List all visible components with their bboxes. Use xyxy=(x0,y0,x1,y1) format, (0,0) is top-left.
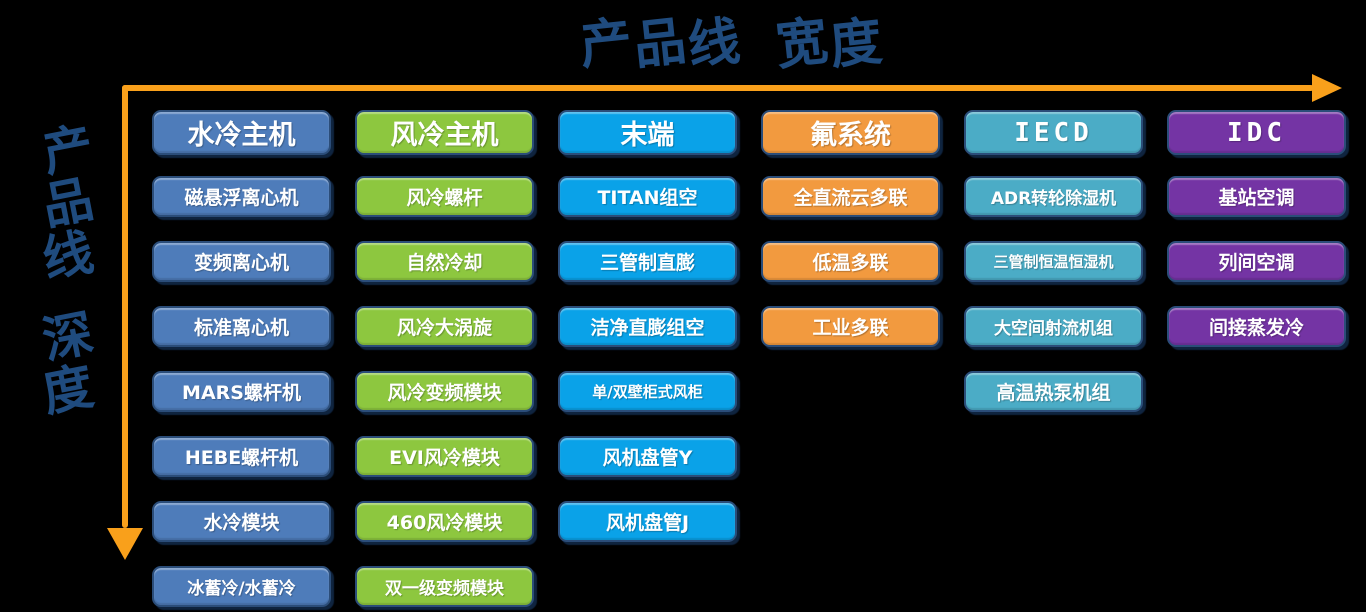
product-box: TITAN组空 xyxy=(558,176,737,217)
column-header: 水冷主机 xyxy=(152,110,331,155)
column-header: 氟系统 xyxy=(761,110,940,155)
title-char: 度 xyxy=(37,356,98,424)
title-char: 产 xyxy=(37,116,98,184)
depth-axis-arrow-line xyxy=(122,85,128,528)
product-box: 间接蒸发冷 xyxy=(1167,306,1346,347)
product-box: 基站空调 xyxy=(1167,176,1346,217)
product-box: 风冷螺杆 xyxy=(355,176,534,217)
arrow-head-down-icon xyxy=(107,528,143,560)
product-box: 全直流云多联 xyxy=(761,176,940,217)
title-char: 宽 xyxy=(773,11,834,77)
title-char: 度 xyxy=(827,11,888,77)
product-box: 460风冷模块 xyxy=(355,501,534,542)
product-column-1: 水冷主机磁悬浮离心机变频离心机标准离心机 MARS螺杆机 HEBE螺杆机水冷模块冰蓄… xyxy=(152,110,331,612)
product-column-3: 末端 TITAN组空三管制直膨洁净直膨组空单/双壁柜式风柜风机盘管Y 风机盘管J xyxy=(558,110,737,612)
depth-axis-title: 产品线深度 xyxy=(28,117,108,423)
product-column-2: 风冷主机风冷螺杆自然冷却风冷大涡旋风冷变频模块 EVI风冷模块 460风冷模块双一级… xyxy=(355,110,534,612)
title-char: 线 xyxy=(684,11,745,77)
product-box: 洁净直膨组空 xyxy=(558,306,737,347)
product-column-6: IDC 基站空调列间空调间接蒸发冷 xyxy=(1167,110,1346,612)
product-box: 标准离心机 xyxy=(152,306,331,347)
title-char: 品 xyxy=(630,11,691,77)
product-column-5: IECD ADR转轮除湿机三管制恒温恒湿机大空间射流机组高温热泵机组 xyxy=(964,110,1143,612)
column-header: 风冷主机 xyxy=(355,110,534,155)
product-box: 风冷变频模块 xyxy=(355,371,534,412)
product-box: 低温多联 xyxy=(761,241,940,282)
product-box: 列间空调 xyxy=(1167,241,1346,282)
product-box: 三管制直膨 xyxy=(558,241,737,282)
product-box: 风冷大涡旋 xyxy=(355,306,534,347)
title-char: 产 xyxy=(576,11,637,77)
title-char: 品 xyxy=(37,169,98,237)
product-box: MARS螺杆机 xyxy=(152,371,331,412)
product-box: HEBE螺杆机 xyxy=(152,436,331,477)
product-box: 自然冷却 xyxy=(355,241,534,282)
title-char: 线 xyxy=(37,222,98,290)
product-box: EVI风冷模块 xyxy=(355,436,534,477)
product-box: 高温热泵机组 xyxy=(964,371,1143,412)
product-box: 风机盘管Y xyxy=(558,436,737,477)
product-box: 磁悬浮离心机 xyxy=(152,176,331,217)
product-box: 风机盘管J xyxy=(558,501,737,542)
product-box: 双一级变频模块 xyxy=(355,566,534,607)
width-axis-title: 产品线宽度 xyxy=(124,11,1340,77)
title-gap xyxy=(742,59,776,63)
product-box: 冰蓄冷/水蓄冷 xyxy=(152,566,331,607)
column-header: IECD xyxy=(964,110,1143,155)
arrow-head-right-icon xyxy=(1312,74,1342,102)
width-axis-arrow-line xyxy=(122,85,1314,91)
product-box: 大空间射流机组 xyxy=(964,306,1143,347)
product-box: ADR转轮除湿机 xyxy=(964,176,1143,217)
product-box: 单/双壁柜式风柜 xyxy=(558,371,737,412)
product-box: 变频离心机 xyxy=(152,241,331,282)
product-column-4: 氟系统全直流云多联低温多联工业多联 xyxy=(761,110,940,612)
column-header: 末端 xyxy=(558,110,737,155)
product-box: 三管制恒温恒湿机 xyxy=(964,241,1143,282)
product-matrix: 水冷主机磁悬浮离心机变频离心机标准离心机 MARS螺杆机 HEBE螺杆机水冷模块冰蓄… xyxy=(152,110,1346,612)
product-box: 工业多联 xyxy=(761,306,940,347)
title-char: 深 xyxy=(37,303,98,371)
column-header: IDC xyxy=(1167,110,1346,155)
product-box: 水冷模块 xyxy=(152,501,331,542)
